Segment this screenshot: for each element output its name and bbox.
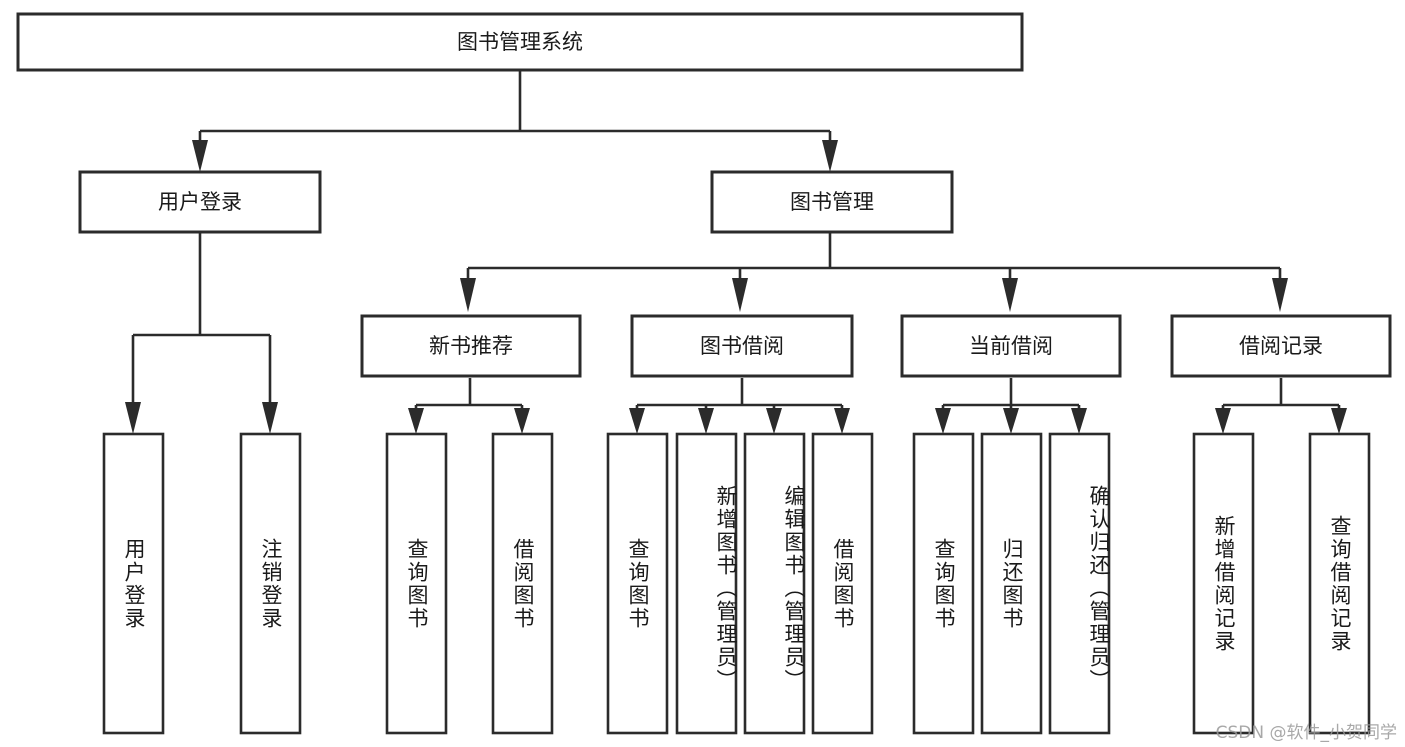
leaf-box-add-record[interactable]	[1192, 432, 1255, 735]
node-book-borrow-box[interactable]	[630, 314, 854, 378]
leaf-box-query-book-2[interactable]	[606, 432, 669, 735]
node-new-book-recommend[interactable]: 新书推荐	[360, 314, 582, 378]
leaf-box-query-book-1[interactable]	[385, 432, 448, 735]
arrow-head-book-borrow	[732, 278, 748, 312]
arrow-head-leaf-borrow-book-2	[834, 408, 850, 434]
node-borrow-record[interactable]: 借阅记录	[1170, 314, 1392, 378]
arrow-head-leaf-add-book	[698, 408, 714, 434]
arrow-head-leaf-user-login	[125, 402, 141, 434]
node-user-login-label: 用户登录	[158, 190, 242, 214]
arrow-head-borrow-record	[1272, 278, 1288, 312]
arrow-head-current-borrow	[1002, 278, 1018, 312]
arrow-head-user-login	[192, 140, 208, 172]
node-root-box[interactable]	[16, 12, 1024, 72]
node-book-management-label: 图书管理	[790, 190, 874, 214]
node-user-login[interactable]: 用户登录	[78, 170, 322, 234]
leaf-box-borrow-book-2[interactable]	[811, 432, 874, 735]
arrow-head-leaf-query-book-1	[408, 408, 424, 434]
leaf-box-query-record[interactable]	[1308, 432, 1371, 735]
arrow-head-leaf-query-book-2	[629, 408, 645, 434]
leaf-box-query-book-3[interactable]	[912, 432, 975, 735]
leaf-box-user-logout[interactable]	[239, 432, 302, 735]
leaf-box-add-book[interactable]	[675, 432, 738, 735]
leaf-box-borrow-book-1[interactable]	[491, 432, 554, 735]
arrow-head-leaf-return-book	[1003, 408, 1019, 434]
arrow-head-leaf-query-book-3	[935, 408, 951, 434]
node-borrow-record-box[interactable]	[1170, 314, 1392, 378]
arrow-head-leaf-edit-book	[766, 408, 782, 434]
leaf-box-user-login[interactable]	[102, 432, 165, 735]
node-borrow-record-label: 借阅记录	[1239, 334, 1323, 358]
csdn-watermark: CSDN @软件_小贺同学	[1215, 723, 1397, 743]
node-new-book-recommend-label: 新书推荐	[429, 334, 513, 358]
node-user-login-box[interactable]	[78, 170, 322, 234]
arrow-head-book-management	[822, 140, 838, 172]
leaf-box-edit-book[interactable]	[743, 432, 806, 735]
node-current-borrow-label: 当前借阅	[969, 334, 1053, 358]
leaf-box-layer	[102, 432, 1371, 735]
arrow-head-leaf-borrow-book-1	[514, 408, 530, 434]
arrow-head-new-book-recommend	[460, 278, 476, 312]
leaf-box-return-book[interactable]	[980, 432, 1043, 735]
connector-layer	[125, 70, 1347, 434]
arrow-head-leaf-user-logout	[262, 402, 278, 434]
arrow-head-leaf-add-record	[1215, 408, 1231, 434]
node-book-borrow-label: 图书借阅	[700, 334, 784, 358]
node-current-borrow-box[interactable]	[900, 314, 1122, 378]
node-book-management-box[interactable]	[710, 170, 954, 234]
node-book-borrow[interactable]: 图书借阅	[630, 314, 854, 378]
node-book-management[interactable]: 图书管理	[710, 170, 954, 234]
arrow-head-leaf-query-record	[1331, 408, 1347, 434]
arrow-head-leaf-confirm-return	[1071, 408, 1087, 434]
node-root[interactable]: 图书管理系统	[16, 12, 1024, 72]
node-root-label: 图书管理系统	[457, 30, 583, 54]
node-current-borrow[interactable]: 当前借阅	[900, 314, 1122, 378]
node-new-book-recommend-box[interactable]	[360, 314, 582, 378]
leaf-box-confirm-return[interactable]	[1048, 432, 1111, 735]
